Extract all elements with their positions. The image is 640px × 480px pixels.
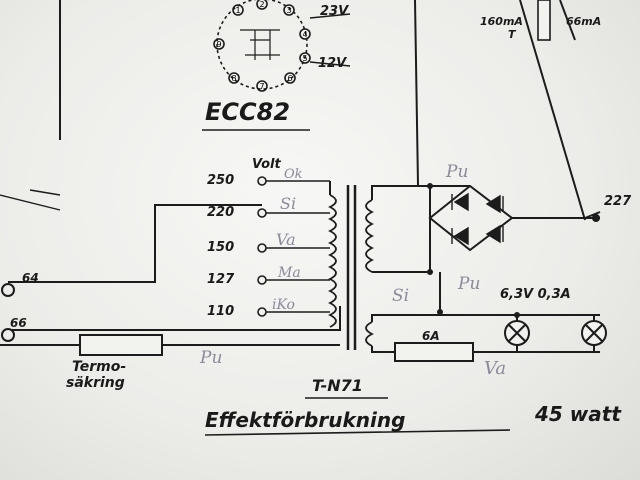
tube-pin-label: 8: [231, 74, 236, 83]
tap-wires: [265, 180, 330, 313]
bridge-diodes: [451, 192, 504, 246]
tube-pin-label: 2: [259, 0, 264, 9]
wire-64: [8, 204, 262, 283]
hand-tap-ok: Ok: [284, 167, 303, 182]
hand-tap-iko: iKo: [272, 297, 295, 313]
terminal-66: [1, 328, 15, 342]
power-text: Effektförbrukning: [205, 408, 406, 432]
tube-pin-label: 1: [235, 6, 240, 15]
tap-220: 220: [207, 205, 235, 220]
terminal-label-66: 66: [10, 316, 27, 330]
terminal-label-227: 227: [604, 194, 632, 209]
frame-line-diagonal: [0, 194, 61, 211]
tap-250: 250: [207, 173, 235, 188]
tube-voltage-bottom: 12V: [318, 56, 347, 71]
tap-terminals: [257, 176, 267, 317]
hand-tap-va: Va: [276, 230, 296, 249]
hand-tap-ma: Ma: [278, 265, 301, 281]
tube-pin-label: 5: [302, 54, 307, 63]
fuse-top-right: [537, 0, 551, 41]
tube-pin-label: 7: [259, 82, 264, 91]
transformer-name: T-N71: [312, 376, 363, 395]
hand-va-bottom: Va: [484, 358, 507, 379]
hand-si-lower: Si: [392, 286, 410, 306]
volt-header: Volt: [252, 157, 281, 172]
tap-150: 150: [207, 240, 235, 255]
secondary-winding-lv: [365, 321, 375, 347]
fuse-6a-body: [394, 342, 474, 362]
terminal-label-64: 64: [22, 271, 39, 285]
wire-66: [8, 306, 341, 331]
fuse-6a-label: 6A: [422, 329, 440, 343]
hv-loop: [371, 185, 431, 273]
tube-pin-label: 6: [287, 74, 292, 83]
tube-socket: [213, 0, 351, 92]
power-value: 45 watt: [535, 402, 621, 426]
tube-pin-label: 9: [216, 40, 221, 49]
terminal-64: [1, 283, 15, 297]
primary-winding: [327, 194, 337, 328]
tap-110: 110: [207, 304, 235, 319]
tube-name: ECC82: [205, 98, 291, 126]
current-right: 66mA: [566, 15, 602, 28]
hand-pu-rectifier: Pu: [446, 162, 469, 182]
tube-pin-label: 4: [302, 30, 307, 39]
thermal-fuse-label-2: säkring: [66, 375, 125, 391]
lamp-bus-top: [371, 314, 600, 322]
tap-127: 127: [207, 272, 235, 287]
current-sub: T: [508, 28, 516, 41]
tube-voltage-top: 23V: [320, 4, 349, 19]
current-left: 160mA: [480, 15, 523, 28]
frame-line-center: [414, 0, 419, 186]
tube-pin-label: 3: [286, 6, 291, 15]
wire-top-right: [519, 0, 586, 221]
hand-pu-fuse: Pu: [200, 348, 223, 368]
thermal-fuse-label-1: Termo-: [72, 359, 127, 375]
thermal-fuse-body: [79, 334, 163, 356]
hand-pu-lower: Pu: [458, 274, 481, 294]
secondary-winding-hv: [365, 199, 375, 273]
pilot-lamps: [504, 320, 607, 346]
lamp-rating: 6,3V 0,3A: [500, 287, 571, 302]
hand-tap-si: Si: [280, 194, 297, 213]
